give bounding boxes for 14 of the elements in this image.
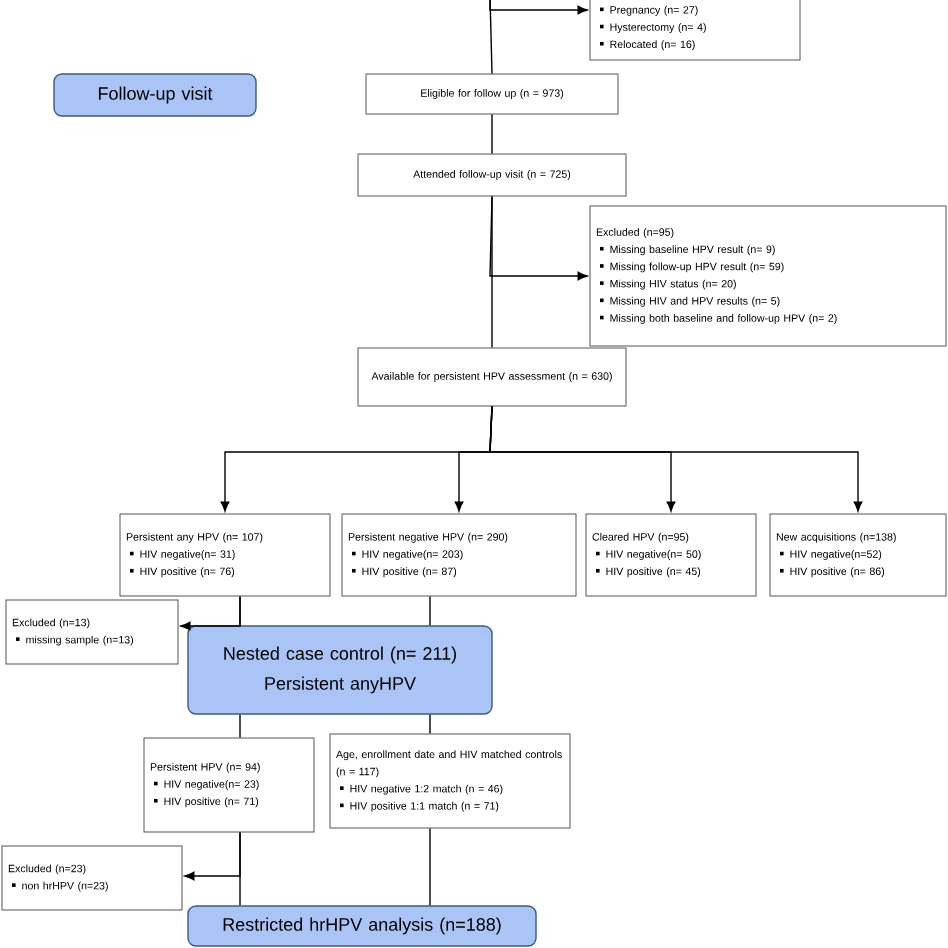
connector-line	[239, 714, 241, 739]
stage-box: Restricted hrHPV analysis (n=188)	[187, 905, 537, 947]
arrow	[489, 0, 588, 15]
stage-box: Follow-up visit	[53, 73, 257, 117]
connector-line	[429, 827, 431, 906]
stage-box: Nested case control (n= 211) Persistent anyHPV	[187, 625, 493, 715]
arrow	[489, 405, 863, 512]
arrow	[489, 195, 588, 281]
connector-line	[429, 714, 431, 735]
connector-line	[239, 595, 241, 626]
connector-line	[489, 0, 493, 75]
connector-line	[239, 831, 241, 906]
connector-line	[429, 595, 431, 626]
connector-line	[491, 113, 493, 155]
